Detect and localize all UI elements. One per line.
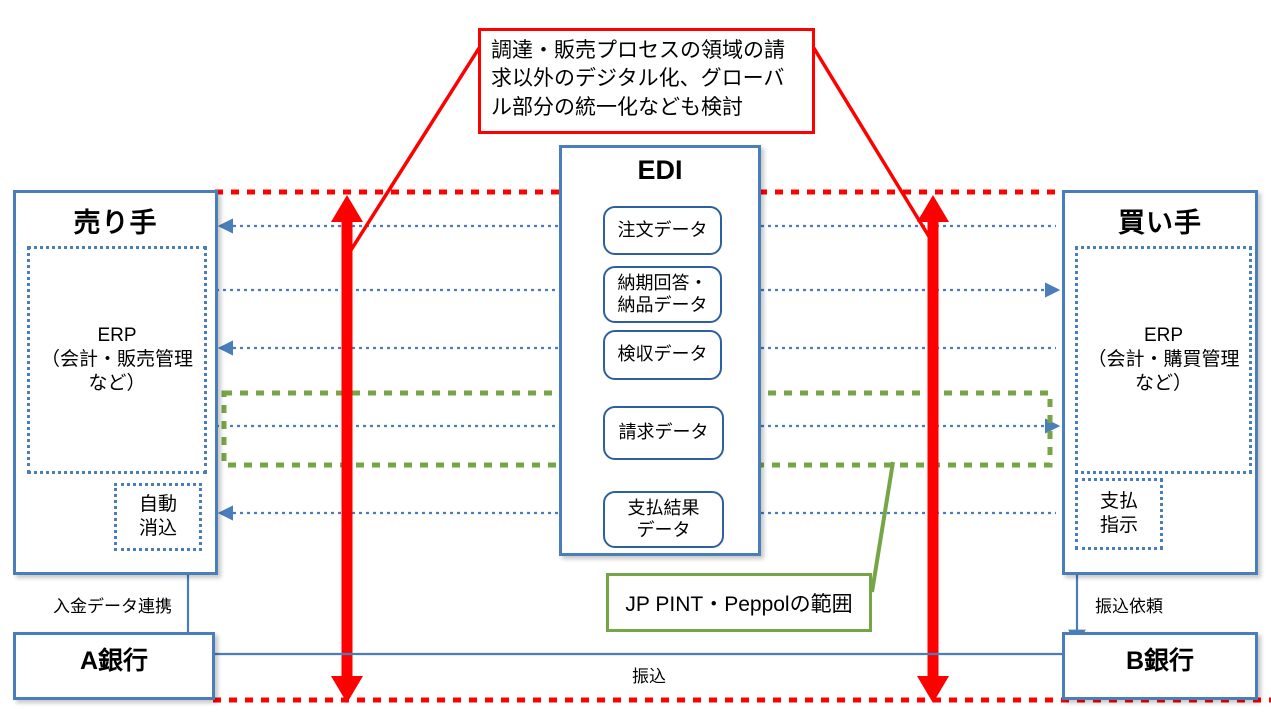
buyer-title: 買い手 <box>1118 208 1202 238</box>
edi-item-delivery-data[interactable]: 納期回答・ 納品データ <box>603 266 722 323</box>
green-callout-label: JP PINT・Peppolの範囲 <box>625 592 853 616</box>
buyer-erp-box: ERP （会計・購買管理 など） <box>1075 246 1252 474</box>
bank-a-title: A銀行 <box>79 647 149 675</box>
edi-item-payment-result-line-2: データ <box>636 519 691 540</box>
seller-auto-reconcile-box: 自動 消込 <box>114 483 202 551</box>
label-deposit-data-link: 入金データ連携 <box>53 597 172 616</box>
red-scope-arrow-right <box>917 195 949 703</box>
edi-item-order-data[interactable]: 注文データ <box>603 206 722 255</box>
buyer-payment-instruction-box: 支払 指示 <box>1075 478 1163 550</box>
bank-b-container: B銀行 <box>1062 632 1258 700</box>
edi-item-invoice-data[interactable]: 請求データ <box>603 406 724 460</box>
payment-instruction-line-2: 指示 <box>1099 515 1138 536</box>
edi-item-inspection-data-label: 検収データ <box>617 344 708 365</box>
seller-container: 売り手 ERP （会計・販売管理 など） 自動 消込 <box>13 190 218 575</box>
red-callout-line-1: 調達・販売プロセスの領域の請 <box>491 39 785 62</box>
seller-erp-line-3: など） <box>88 372 146 394</box>
green-callout-note: JP PINT・Peppolの範囲 <box>606 573 872 632</box>
red-callout-note: 調達・販売プロセスの領域の請 求以外のデジタル化、グローバ ル部分の統一化なども… <box>478 28 815 134</box>
edi-item-order-data-label: 注文データ <box>617 219 708 240</box>
seller-erp-box: ERP （会計・販売管理 など） <box>27 246 207 474</box>
buyer-erp-line-3: など） <box>1134 372 1192 394</box>
bank-b-title: B銀行 <box>1125 647 1195 675</box>
bank-a-container: A銀行 <box>13 632 215 700</box>
green-callout-leader <box>870 461 895 593</box>
seller-title: 売り手 <box>73 208 158 238</box>
edi-item-invoice-data-label: 請求データ <box>618 422 709 443</box>
auto-reconcile-line-2: 消込 <box>138 518 177 539</box>
edi-item-payment-result-line-1: 支払結果 <box>627 497 700 518</box>
edi-container: EDI 注文データ 納期回答・ 納品データ 検収データ 請求データ 支払結果 デ… <box>559 145 761 556</box>
label-transfer-request: 振込依頼 <box>1095 597 1163 616</box>
seller-erp-line-1: ERP <box>97 325 137 347</box>
red-scope-arrow-left <box>331 195 363 703</box>
red-callout-line-2: 求以外のデジタル化、グローバ <box>491 67 785 91</box>
edi-item-inspection-data[interactable]: 検収データ <box>603 330 722 380</box>
label-transfer: 振込 <box>632 667 666 686</box>
auto-reconcile-line-1: 自動 <box>138 494 177 516</box>
edi-title: EDI <box>637 155 683 185</box>
edi-item-delivery-data-line-2: 納品データ <box>617 294 708 315</box>
seller-erp-line-2: （会計・販売管理 <box>40 349 193 371</box>
payment-instruction-line-1: 支払 <box>1099 491 1138 513</box>
buyer-erp-line-2: （会計・購買管理 <box>1087 349 1240 371</box>
red-callout-line-3: ル部分の統一化なども検討 <box>491 95 743 119</box>
buyer-erp-line-1: ERP <box>1143 325 1184 347</box>
edi-item-delivery-data-line-1: 納期回答・ <box>617 272 708 293</box>
buyer-container: 買い手 ERP （会計・購買管理 など） 支払 指示 <box>1062 190 1258 575</box>
edi-item-payment-result-data[interactable]: 支払結果 データ <box>603 491 724 548</box>
